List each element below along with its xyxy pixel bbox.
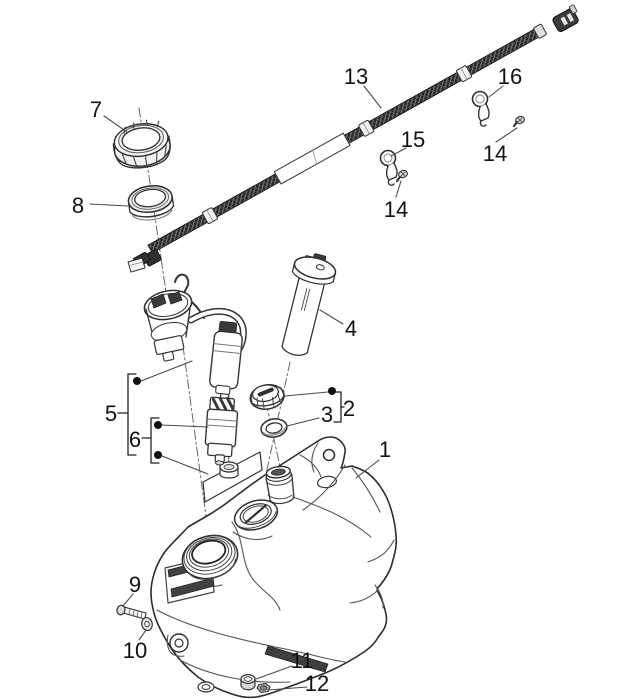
grommet xyxy=(219,461,239,479)
callout-3: 3 xyxy=(321,402,333,427)
pump-gasket-plate xyxy=(202,451,263,503)
washer-10 xyxy=(141,616,153,632)
callout-16: 16 xyxy=(498,64,522,89)
fuel-cap xyxy=(249,384,285,410)
clip-15 xyxy=(379,149,398,186)
spacer-11 xyxy=(240,673,256,691)
screw-9 xyxy=(116,604,147,620)
fuel-pump-cartridge xyxy=(204,387,239,466)
callout-11: 11 xyxy=(291,648,314,673)
pump-motor xyxy=(209,320,243,395)
kit-item-dots xyxy=(133,377,336,459)
callout-1: 1 xyxy=(379,437,391,462)
kit-brackets xyxy=(117,373,345,464)
fuel-tank-drawing xyxy=(150,436,398,699)
level-tube xyxy=(281,253,337,356)
callout-14-right: 14 xyxy=(483,141,507,166)
tank-seam-rail xyxy=(264,645,329,673)
tank-drain-boss xyxy=(197,681,215,693)
tank-screw-boss xyxy=(169,633,189,653)
nut-12 xyxy=(256,682,271,694)
clip-16 xyxy=(471,90,490,127)
hose-connector xyxy=(552,4,579,33)
ring-nut xyxy=(112,119,171,169)
seal-ring xyxy=(127,185,175,221)
clip-screw-14-left xyxy=(395,169,408,183)
callout-8: 8 xyxy=(72,193,84,218)
callout-9: 9 xyxy=(129,572,141,597)
callout-7: 7 xyxy=(90,97,102,122)
hose-elbow-fitting xyxy=(127,249,162,273)
tank-filler-neck xyxy=(265,465,295,505)
callout-5: 5 xyxy=(105,401,117,426)
tank-gauge-opening-ring xyxy=(233,499,279,531)
callout-10: 10 xyxy=(123,638,147,663)
clip-screw-14-right xyxy=(512,115,525,128)
callout-2: 2 xyxy=(343,396,355,421)
leader-lines xyxy=(89,85,518,691)
mounting-tab-hole xyxy=(322,448,336,462)
callout-13: 13 xyxy=(344,64,368,89)
callout-6: 6 xyxy=(129,427,141,452)
callout-15: 15 xyxy=(401,127,425,152)
callout-4: 4 xyxy=(345,316,357,341)
pump-flange-assembly xyxy=(143,273,247,395)
callout-12: 12 xyxy=(305,671,329,696)
tank-pump-opening-ring xyxy=(181,534,239,580)
callout-14-left: 14 xyxy=(384,197,408,222)
fuel-hose xyxy=(127,4,579,273)
